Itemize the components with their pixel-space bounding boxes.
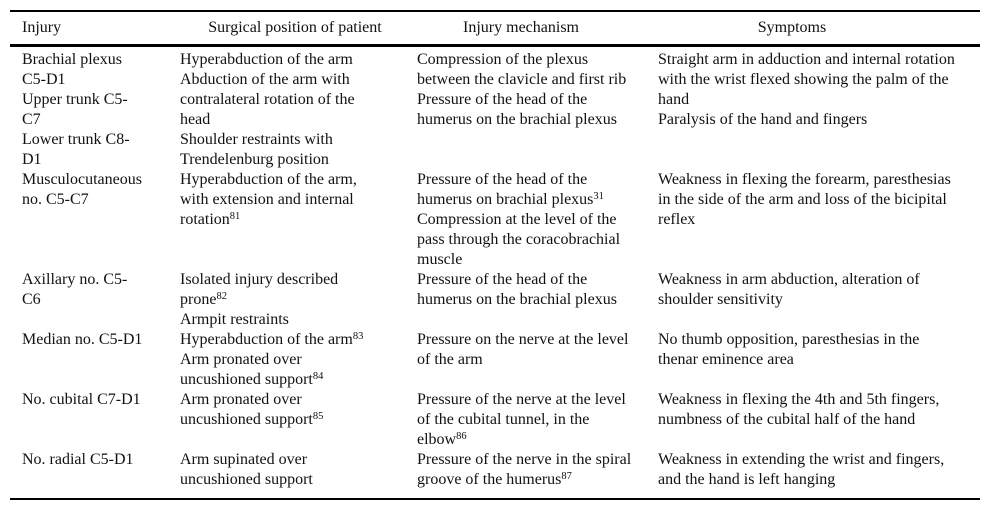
cell-position: Arm supinated over uncushioned support: [172, 450, 402, 490]
cell-line: Weakness in flexing the forearm, paresth…: [658, 171, 951, 228]
reference-superscript: 85: [312, 411, 324, 422]
table-row: Musculocutaneous no. C5-C7 Hyperabduction…: [10, 170, 980, 270]
reference-superscript: 87: [561, 471, 572, 482]
cell-line: No. cubital C7-D1: [22, 391, 141, 408]
table-rule-top: [10, 10, 980, 12]
cell-line: Pressure of the head of the humerus on b…: [417, 171, 604, 208]
cell-line: Arm supinated over uncushioned support: [180, 451, 313, 488]
cell-line: Weakness in arm abduction, alteration of…: [658, 271, 920, 308]
cell-injury: Median no. C5-D1: [10, 330, 172, 390]
cell-line: Pressure of the nerve at the level of th…: [417, 391, 626, 448]
cell-mechanism: Pressure of the head of the humerus on t…: [402, 270, 652, 330]
cell-symptoms: Weakness in arm abduction, alteration of…: [652, 270, 980, 330]
cell-line: Weakness in extending the wrist and fing…: [658, 451, 945, 488]
cell-line: Isolated injury described prone82: [180, 271, 339, 308]
cell-line: Hyperabduction of the arm, with extensio…: [180, 171, 357, 228]
table-row: Axillary no. C5-C6 Isolated injury descri…: [10, 270, 980, 330]
cell-mechanism: Pressure of the nerve at the level of th…: [402, 390, 652, 450]
column-header-injury-mechanism: Injury mechanism: [463, 19, 579, 36]
cell-line: Pressure on the nerve at the level of th…: [417, 331, 629, 368]
cell-line: Compression of the plexus between the cl…: [417, 51, 627, 88]
cell-line: Pressure of the head of the humerus on t…: [417, 271, 617, 308]
reference-superscript: 84: [312, 371, 324, 382]
cell-line: Upper trunk C5-C7: [22, 91, 128, 128]
cell-line: Compression at the level of the pass thr…: [417, 211, 621, 268]
cell-line: Hyperabduction of the arm83: [180, 331, 364, 348]
reference-superscript: 83: [352, 331, 364, 342]
cell-position: Hyperabduction of the arm, with extensio…: [172, 170, 402, 270]
cell-line: Abduction of the arm with contralateral …: [180, 71, 355, 128]
cell-line: Paralysis of the hand and fingers: [658, 111, 868, 128]
cell-line: No. radial C5-D1: [22, 451, 134, 468]
cell-line: Arm pronated over uncushioned support84: [180, 351, 324, 388]
reference-superscript: 81: [229, 211, 241, 222]
table-rule-bottom: [10, 498, 980, 500]
cell-line: Musculocutaneous no. C5-C7: [22, 171, 142, 208]
table-row: No. cubital C7-D1 Arm pronated over uncus…: [10, 390, 980, 450]
cell-line: No thumb opposition, paresthesias in the…: [658, 331, 920, 368]
cell-line: Weakness in flexing the 4th and 5th fing…: [658, 391, 940, 428]
table-header-row: Injury Surgical position of patient Inju…: [10, 12, 980, 44]
cell-symptoms: No thumb opposition, paresthesias in the…: [652, 330, 980, 390]
cell-injury: No. cubital C7-D1: [10, 390, 172, 450]
table-header-rule: [10, 44, 980, 47]
cell-mechanism: Pressure of the head of the humerus on b…: [402, 170, 652, 270]
cell-position: Arm pronated over uncushioned support85: [172, 390, 402, 450]
table-row: No. radial C5-D1 Arm supinated over uncus…: [10, 450, 980, 490]
cell-symptoms: Straight arm in adduction and internal r…: [652, 50, 980, 170]
cell-mechanism: Pressure on the nerve at the level of th…: [402, 330, 652, 390]
injury-table: Injury Surgical position of patient Inju…: [10, 10, 980, 500]
reference-superscript: 31: [593, 191, 604, 202]
cell-line: Brachial plexus C5-D1: [22, 51, 122, 88]
cell-line: Lower trunk C8-D1: [22, 131, 130, 168]
cell-line: Pressure of the head of the humerus on t…: [417, 91, 617, 128]
cell-mechanism: Pressure of the nerve in the spiral groo…: [402, 450, 652, 490]
table-row: Median no. C5-D1 Hyperabduction of the ar…: [10, 330, 980, 390]
cell-injury: Musculocutaneous no. C5-C7: [10, 170, 172, 270]
cell-line: Shoulder restraints with Trendelenburg p…: [180, 131, 333, 168]
column-header-surgical-position: Surgical position of patient: [208, 19, 382, 36]
cell-line: Armpit restraints: [180, 311, 289, 328]
cell-line: Axillary no. C5-C6: [22, 271, 128, 308]
reference-superscript: 86: [456, 431, 467, 442]
cell-injury: Axillary no. C5-C6: [10, 270, 172, 330]
cell-injury: No. radial C5-D1: [10, 450, 172, 490]
column-header-injury: Injury: [22, 19, 62, 36]
cell-symptoms: Weakness in flexing the 4th and 5th fing…: [652, 390, 980, 450]
cell-symptoms: Weakness in flexing the forearm, paresth…: [652, 170, 980, 270]
cell-line: Straight arm in adduction and internal r…: [658, 51, 955, 108]
reference-superscript: 82: [216, 291, 227, 302]
cell-symptoms: Weakness in extending the wrist and fing…: [652, 450, 980, 490]
cell-line: Median no. C5-D1: [22, 331, 143, 348]
cell-mechanism: Compression of the plexus between the cl…: [402, 50, 652, 170]
cell-line: Hyperabduction of the arm: [180, 51, 353, 68]
cell-line: Arm pronated over uncushioned support85: [180, 391, 324, 428]
column-header-symptoms: Symptoms: [757, 19, 827, 36]
cell-line: Pressure of the nerve in the spiral groo…: [417, 451, 632, 488]
